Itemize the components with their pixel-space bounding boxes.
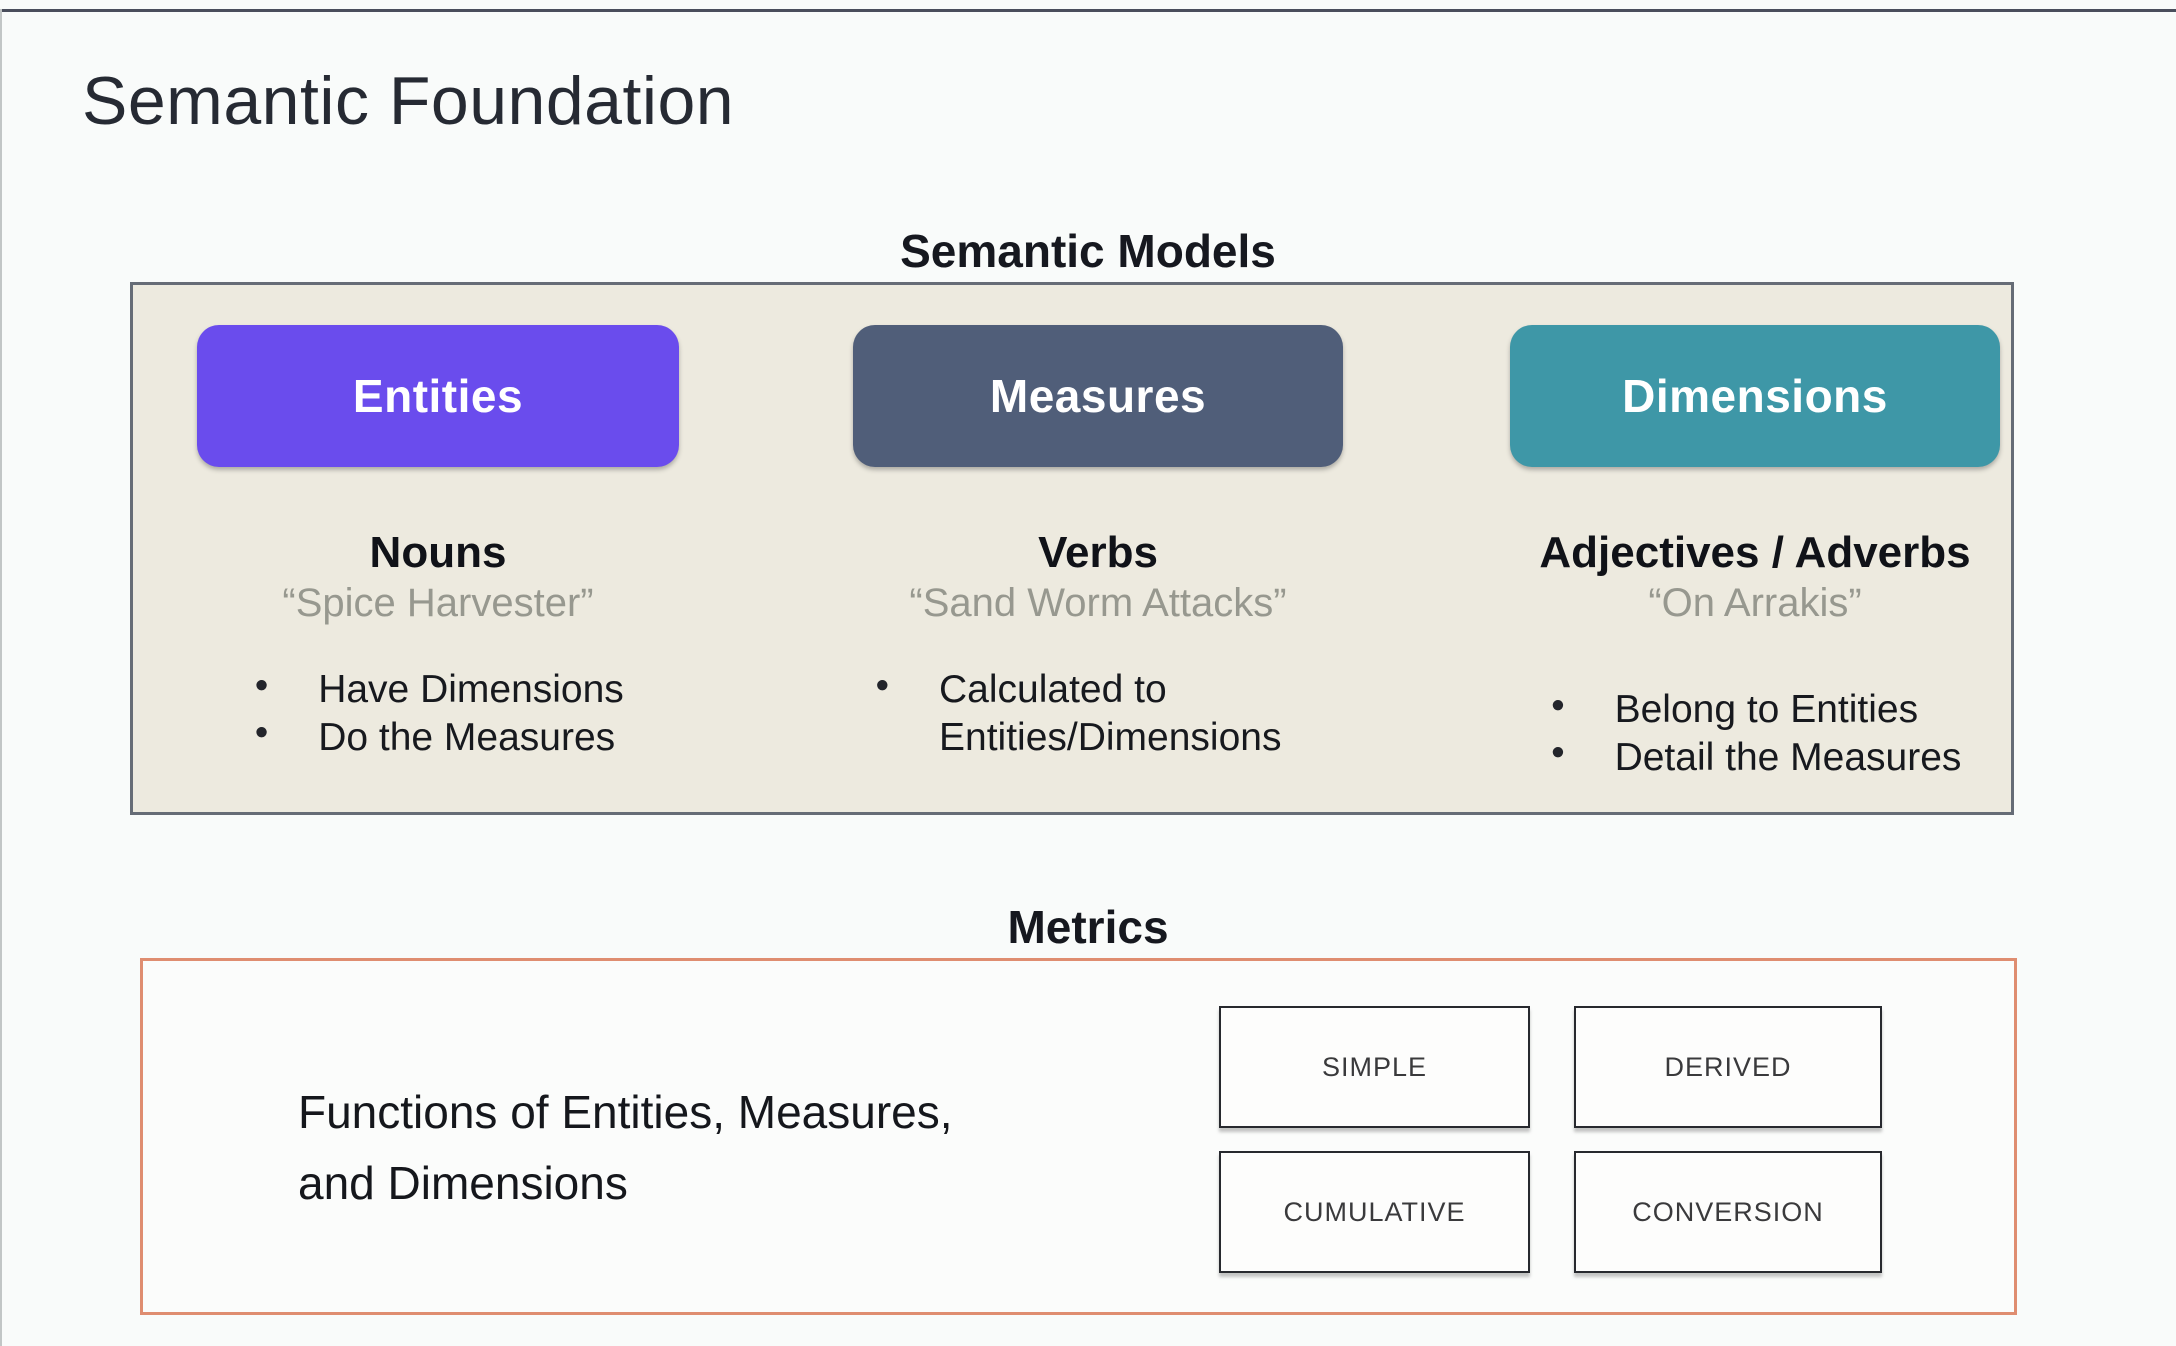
metric-box-cumulative: CUMULATIVE [1219, 1151, 1530, 1273]
dimensions-bullet-list: Belong to Entities Detail the Measures [1549, 686, 1962, 781]
window-top-border [0, 9, 2176, 12]
metrics-description-line2: and Dimensions [298, 1157, 628, 1210]
entities-button: Entities [197, 325, 679, 467]
column-entities: Entities Nouns “Spice Harvester” Have Di… [138, 285, 738, 812]
metric-box-simple: SIMPLE [1219, 1006, 1530, 1128]
dimensions-button: Dimensions [1510, 325, 2000, 467]
entities-bullet-list: Have Dimensions Do the Measures [252, 666, 624, 761]
column-dimensions: Dimensions Adjectives / Adverbs “On Arra… [1455, 285, 2055, 812]
metric-box-derived: DERIVED [1574, 1006, 1882, 1128]
semantic-models-panel: Entities Nouns “Spice Harvester” Have Di… [130, 282, 2014, 815]
page-title: Semantic Foundation [82, 63, 735, 139]
measures-role-label: Verbs [1038, 528, 1158, 577]
entities-example-quote: “Spice Harvester” [282, 581, 594, 626]
semantic-models-heading: Semantic Models [900, 225, 1276, 277]
bullet-item: Detail the Measures [1549, 734, 1962, 782]
bullet-item: Calculated to Entities/Dimensions [873, 666, 1323, 761]
metric-type-grid: SIMPLE DERIVED CUMULATIVE CONVERSION [1219, 1006, 1882, 1273]
entities-role-label: Nouns [369, 528, 507, 577]
metrics-heading: Metrics [1007, 901, 1169, 953]
bullet-item: Do the Measures [252, 714, 624, 762]
metric-box-conversion: CONVERSION [1574, 1151, 1882, 1273]
column-measures: Measures Verbs “Sand Worm Attacks” Calcu… [798, 285, 1398, 812]
measures-bullet-list: Calculated to Entities/Dimensions [873, 666, 1323, 761]
dimensions-example-quote: “On Arrakis” [1648, 581, 1862, 626]
dimensions-role-label: Adjectives / Adverbs [1539, 528, 1971, 577]
metrics-description-line1: Functions of Entities, Measures, [298, 1086, 953, 1138]
measures-example-quote: “Sand Worm Attacks” [909, 581, 1287, 626]
metrics-panel: Functions of Entities, Measures, and Dim… [140, 958, 2017, 1315]
measures-button: Measures [853, 325, 1343, 467]
bullet-item: Belong to Entities [1549, 686, 1962, 734]
bullet-item: Have Dimensions [252, 666, 624, 714]
window-left-border [0, 9, 2, 1346]
metrics-description: Functions of Entities, Measures, and Dim… [298, 1077, 953, 1220]
